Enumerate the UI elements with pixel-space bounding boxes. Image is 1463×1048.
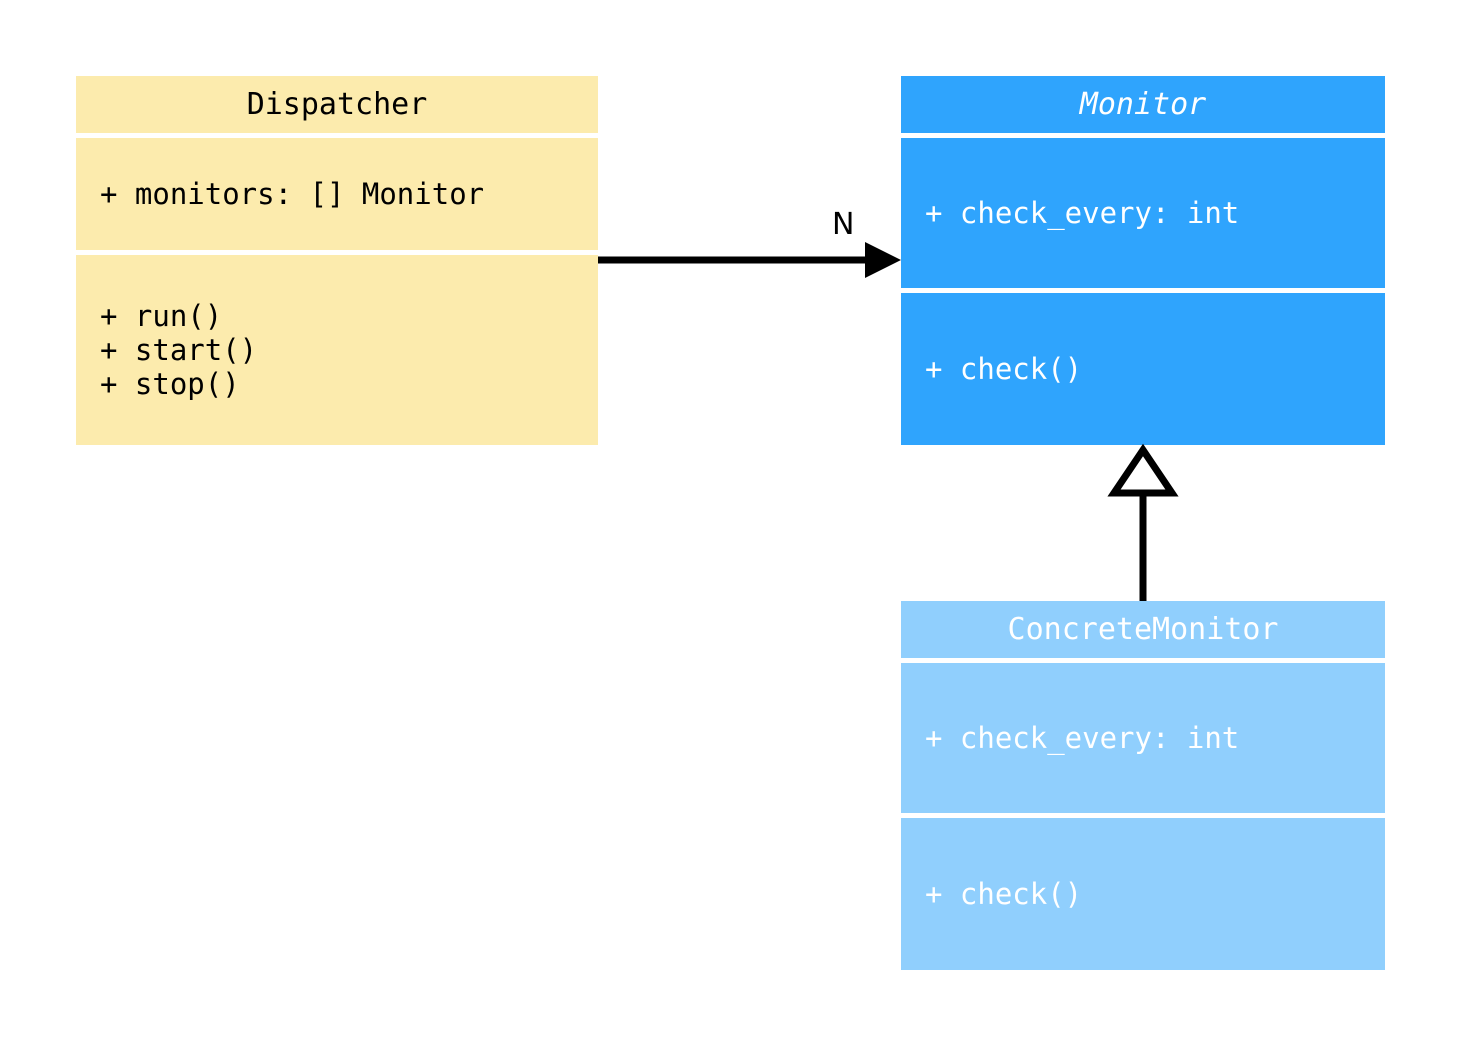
class-methods-dispatcher: + run() + start() + stop()	[76, 255, 598, 445]
attribute-item: + check_every: int	[925, 195, 1240, 230]
hollow-triangle-arrowhead	[1107, 443, 1179, 497]
class-attributes-concrete-monitor: + check_every: int	[901, 663, 1385, 813]
compartment-divider	[901, 288, 1385, 293]
compartment-divider	[901, 658, 1385, 663]
compartment-divider	[901, 813, 1385, 818]
class-name-concrete-monitor: ConcreteMonitor	[1007, 612, 1279, 647]
generalization-concrete-monitor	[1107, 443, 1179, 601]
class-name-monitor: Monitor	[1079, 87, 1207, 122]
class-box-concrete-monitor[interactable]: ConcreteMonitor + check_every: int + che…	[901, 601, 1385, 970]
class-header-concrete-monitor: ConcreteMonitor	[901, 601, 1385, 658]
method-item: + check()	[925, 351, 1083, 386]
class-header-monitor: Monitor	[901, 76, 1385, 133]
class-attributes-dispatcher: + monitors: [] Monitor	[76, 138, 598, 250]
association-dispatcher-monitor	[598, 242, 901, 278]
class-box-dispatcher[interactable]: Dispatcher + monitors: [] Monitor + run(…	[76, 76, 598, 445]
method-item: + check()	[925, 876, 1083, 911]
attribute-item: + monitors: [] Monitor	[100, 176, 485, 211]
class-methods-concrete-monitor: + check()	[901, 818, 1385, 970]
method-item: + stop()	[100, 367, 240, 402]
class-name-dispatcher: Dispatcher	[246, 87, 428, 122]
class-box-monitor[interactable]: Monitor + check_every: int + check()	[901, 76, 1385, 445]
compartment-divider	[901, 133, 1385, 138]
class-methods-monitor: + check()	[901, 293, 1385, 445]
multiplicity-label-n: N	[832, 207, 855, 242]
compartment-divider	[76, 250, 598, 255]
filled-triangle-arrowhead	[865, 242, 901, 278]
class-header-dispatcher: Dispatcher	[76, 76, 598, 133]
class-attributes-monitor: + check_every: int	[901, 138, 1385, 288]
attribute-item: + check_every: int	[925, 720, 1240, 755]
method-item: + run()	[100, 298, 223, 333]
compartment-divider	[76, 133, 598, 138]
method-item: + start()	[100, 332, 258, 367]
